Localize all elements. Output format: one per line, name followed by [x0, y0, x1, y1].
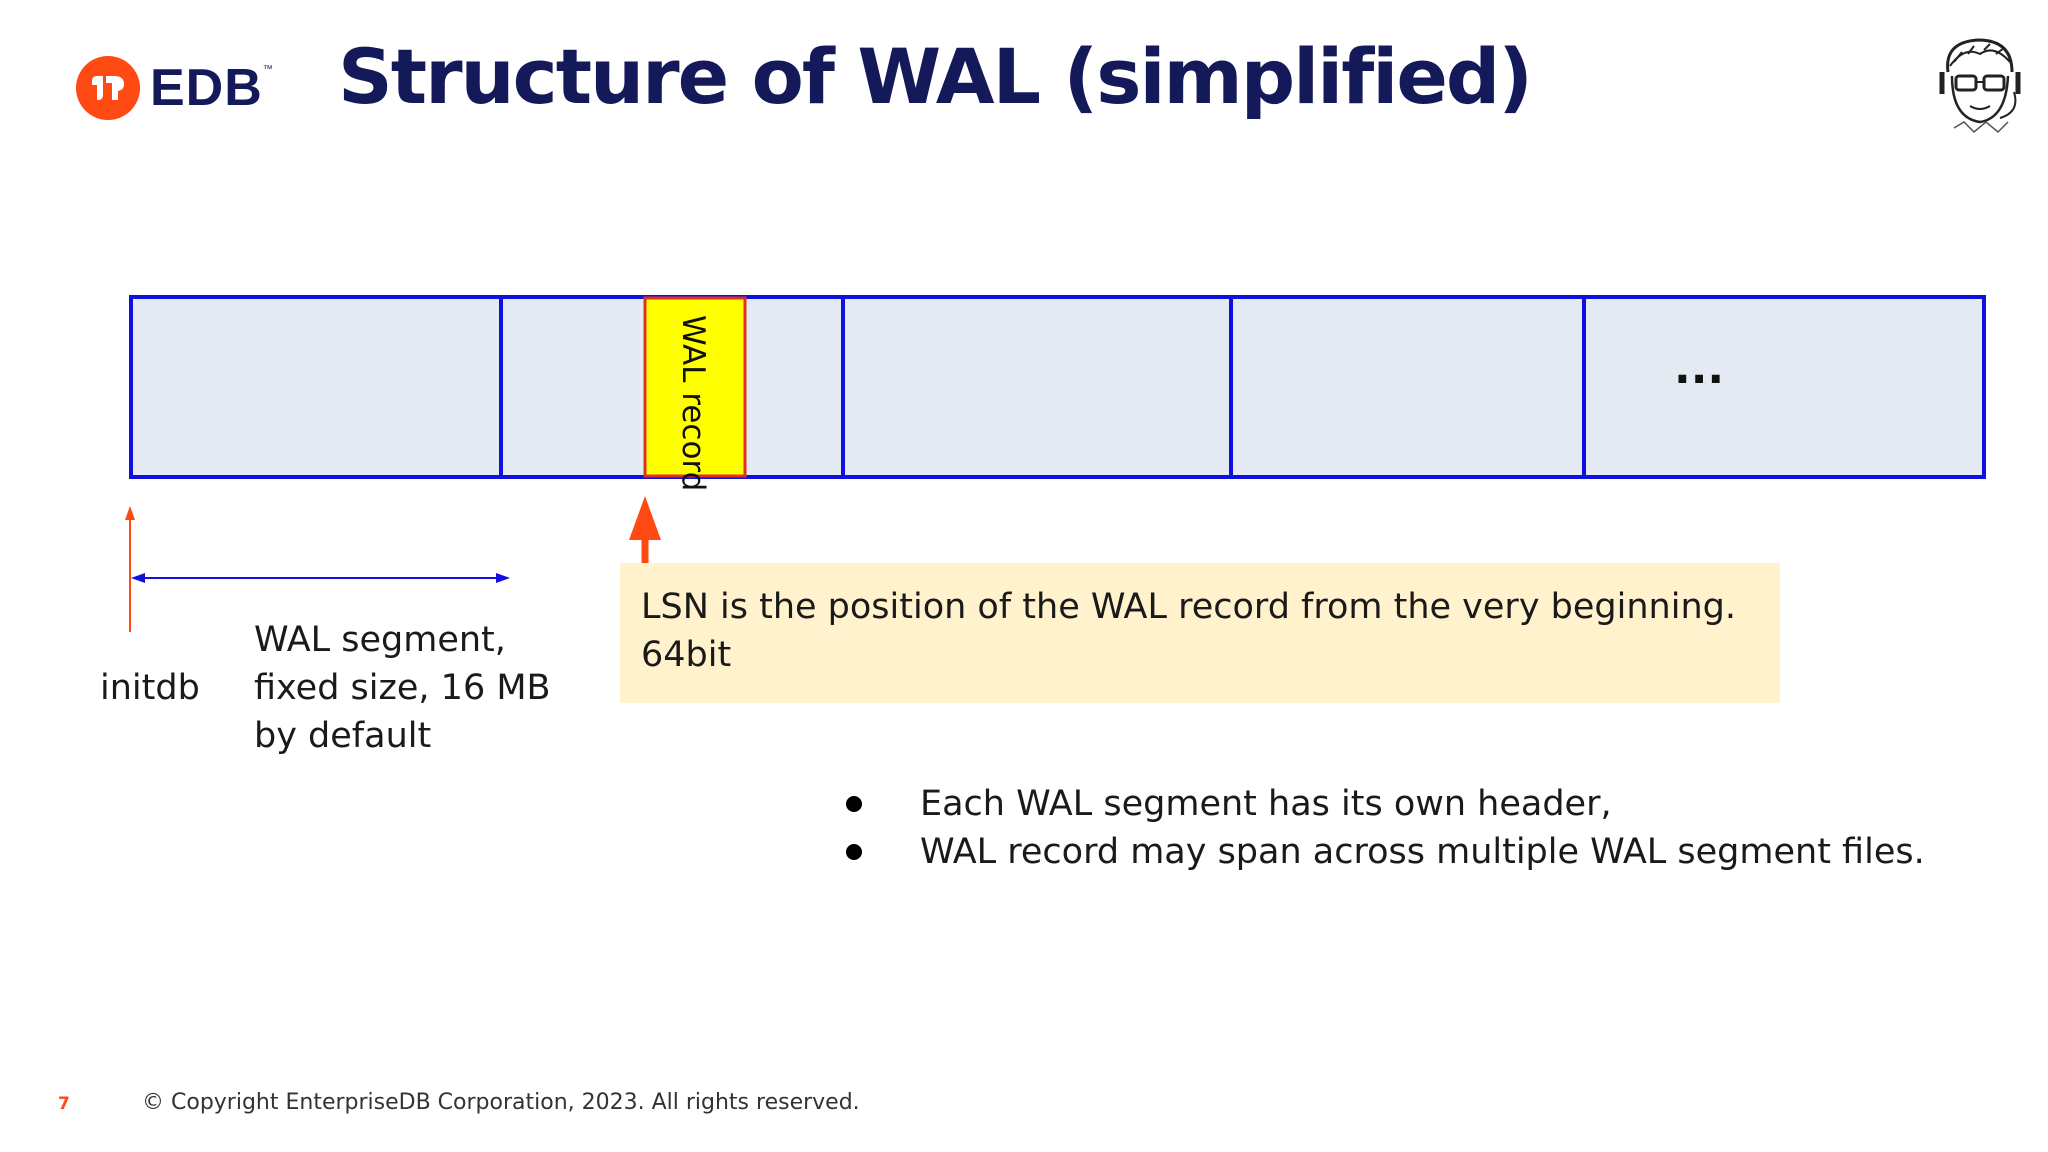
wal-segment-1 [129, 295, 503, 479]
lsn-callout-line: 64bit [641, 635, 732, 675]
bullet-dot-icon [846, 844, 862, 860]
continuation-ellipsis: ... [1674, 343, 1724, 394]
bullet-item: Each WAL segment has its own header, [842, 780, 1925, 828]
lsn-arrowhead [629, 496, 661, 540]
bullet-list: Each WAL segment has its own header, WAL… [842, 780, 1925, 876]
bullet-text: Each WAL segment has its own header, [920, 784, 1612, 824]
bullet-dot-icon [846, 796, 862, 812]
wal-segment-5 [1582, 295, 1986, 479]
initdb-arrowhead [125, 506, 135, 520]
lsn-callout: LSN is the position of the WAL record fr… [620, 563, 1780, 703]
logo-text: EDB [150, 59, 263, 117]
lsn-callout-text: LSN is the position of the WAL record fr… [641, 583, 1736, 679]
page-number: 7 [58, 1094, 70, 1114]
wal-segment-4 [1229, 295, 1586, 479]
segment-size-label: WAL segment, fixed size, 16 MB by defaul… [254, 616, 551, 760]
wal-record-block [643, 296, 747, 478]
elephant-icon [76, 56, 140, 120]
presenter-avatar-icon [1939, 38, 2021, 134]
initdb-label: initdb [100, 668, 200, 708]
segment-size-arrowhead-right [496, 573, 510, 583]
segment-size-line: fixed size, 16 MB [254, 668, 551, 708]
copyright-notice: © Copyright EnterpriseDB Corporation, 20… [142, 1090, 860, 1115]
slide-title: Structure of WAL (simplified) [338, 32, 1533, 121]
bullet-text: WAL record may span across multiple WAL … [920, 832, 1925, 872]
segment-size-line: WAL segment, [254, 620, 506, 660]
logo-trademark: ™ [262, 64, 273, 75]
segment-size-arrowhead-left [131, 573, 145, 583]
bullet-item: WAL record may span across multiple WAL … [842, 828, 1925, 876]
lsn-callout-line: LSN is the position of the WAL record fr… [641, 587, 1736, 627]
segment-size-line: by default [254, 716, 432, 756]
wal-record-label: WAL record [675, 315, 711, 491]
wal-segment-3 [841, 295, 1233, 479]
edb-logo: EDB ™ [76, 56, 273, 120]
